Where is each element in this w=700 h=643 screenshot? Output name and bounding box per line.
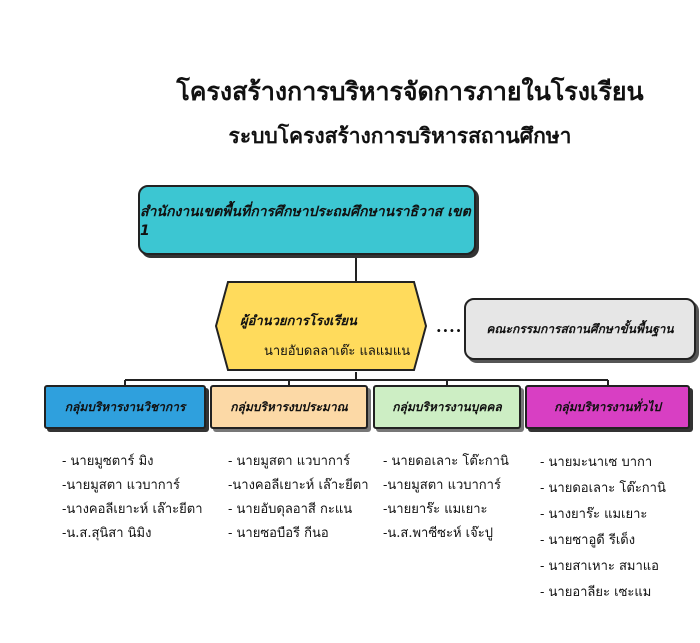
member-item: - นายดอเลาะ โต๊ะกานิ <box>540 481 666 496</box>
member-item: -นางคอลีเยาะห์ เล๊าะยีตา <box>228 478 369 493</box>
member-item: - นายดอเลาะ โต๊ะกานิ <box>383 454 509 469</box>
member-item: - นายอับดุลอาสี กะแน <box>228 502 353 517</box>
group-personnel-label: กลุ่มบริหารงานบุคคล <box>392 399 502 414</box>
member-item: -นายมูสตา แวบาการ์ <box>383 478 501 493</box>
director-title: ผู้อำนวยการโรงเรียน <box>240 314 357 329</box>
group-budget: กลุ่มบริหารงบประมาณ <box>210 385 368 429</box>
director-hexagon-shape <box>214 281 428 371</box>
member-item: - นายซาอูดี รีเด็ง <box>540 533 636 548</box>
member-item: - นายซอบือรี กีนอ <box>228 526 329 541</box>
member-item: - นายมูซตาร์ มิง <box>62 454 154 469</box>
group-budget-members: - นายมูสตา แวบาการ์ -นางคอลีเยาะห์ เล๊าะ… <box>228 450 369 546</box>
member-item: - นางยาร๊ะ แมเยาะ <box>540 507 648 522</box>
member-item: -นายยาร๊ะ แมเยาะ <box>383 502 488 517</box>
director-box: ผู้อำนวยการโรงเรียน นายอับดลลาเต๊ะ แลแมแ… <box>214 280 428 372</box>
member-item: - นายมูสตา แวบาการ์ <box>228 454 351 469</box>
member-item: -น.ส.สุนิสา นิมิง <box>62 526 152 541</box>
member-item: - นายอาลียะ เซะแม <box>540 585 652 600</box>
group-general: กลุ่มบริหารงานทั่วไป <box>525 385 690 429</box>
group-personnel: กลุ่มบริหารงานบุคคล <box>373 385 521 429</box>
group-budget-label: กลุ่มบริหารงบประมาณ <box>230 399 348 414</box>
office-box: สำนักงานเขตพื้นที่การศึกษาประถมศึกษานราธ… <box>138 185 476 255</box>
group-general-members: - นายมะนาเซ บากา - นายดอเลาะ โต๊ะกานิ - … <box>540 450 666 606</box>
member-item: - นายมะนาเซ บากา <box>540 455 653 470</box>
member-item: -น.ส.พาซีซะห์ เจ๊ะปู <box>383 526 493 541</box>
board-box: คณะกรรมการสถานศึกษาขั้นพื้นฐาน <box>464 298 696 360</box>
group-personnel-members: - นายดอเลาะ โต๊ะกานิ -นายมูสตา แวบาการ์ … <box>383 450 509 546</box>
member-item: - นายสาเหาะ สมาแอ <box>540 559 659 574</box>
director-name: นายอับดลลาเต๊ะ แลแมแน <box>264 344 411 359</box>
office-label: สำนักงานเขตพื้นที่การศึกษาประถมศึกษานราธ… <box>140 204 471 239</box>
member-item: -นายมูสตา แวบาการ์ <box>62 478 180 493</box>
page-subtitle: ระบบโครงสร้างการบริหารสถานศึกษา <box>228 123 572 148</box>
group-academic: กลุ่มบริหารงานวิชาการ <box>44 385 206 429</box>
group-academic-label: กลุ่มบริหารงานวิชาการ <box>64 399 186 414</box>
member-item: -นางคอลีเยาะห์ เล๊าะยีตา <box>62 502 203 517</box>
board-label: คณะกรรมการสถานศึกษาขั้นพื้นฐาน <box>486 321 674 336</box>
group-academic-members: - นายมูซตาร์ มิง -นายมูสตา แวบาการ์ -นาง… <box>62 450 203 546</box>
connector-dots: .... <box>436 317 463 336</box>
page-title: โครงสร้างการบริหารจัดการภายในโรงเรียน <box>176 77 644 106</box>
group-general-label: กลุ่มบริหารงานทั่วไป <box>554 399 661 414</box>
